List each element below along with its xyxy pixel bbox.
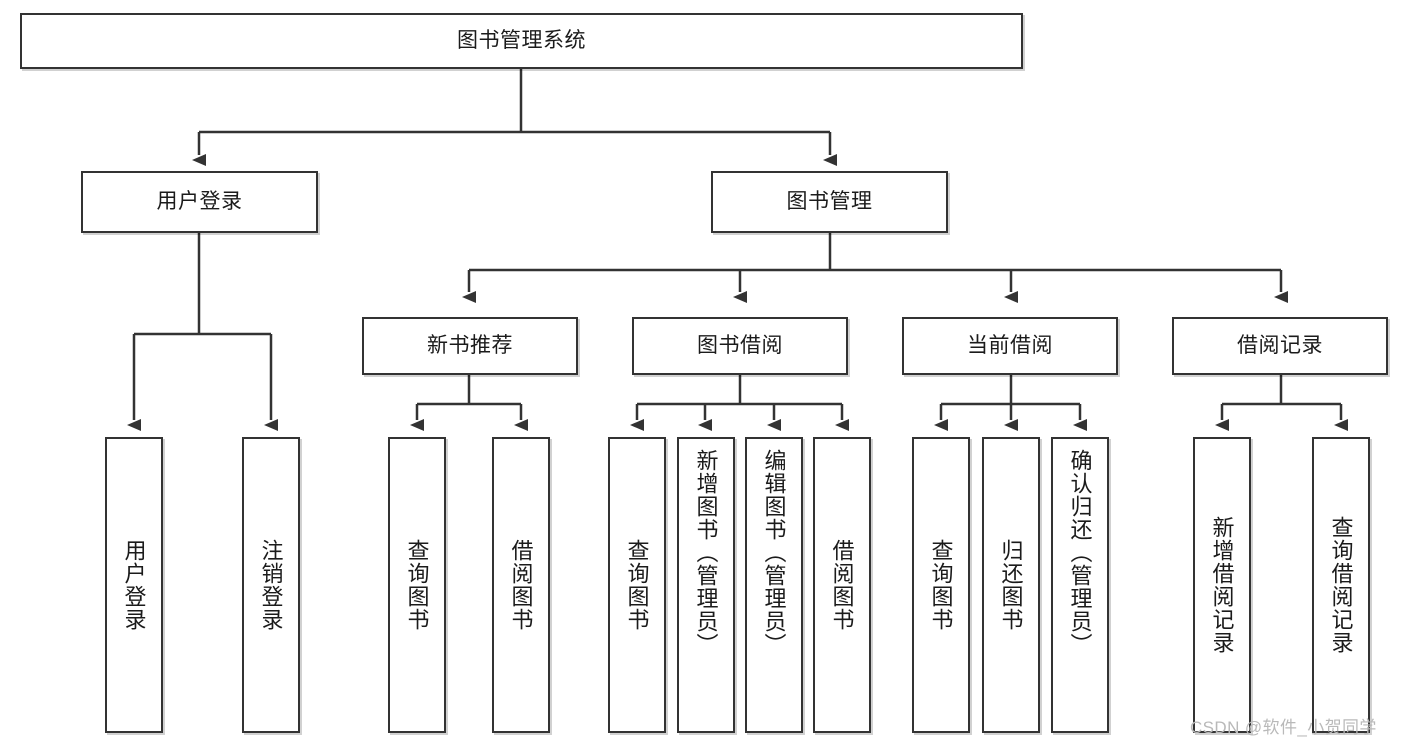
leaf-label: 新增借阅记录	[1209, 516, 1235, 654]
node-user-login[interactable]: 用户登录	[81, 171, 318, 233]
node-root[interactable]: 图书管理系统	[20, 13, 1023, 69]
leaf-book-borrow-query[interactable]: 查询图书	[608, 437, 666, 733]
leaf-current-borrow-confirm[interactable]: 确认归还（管理员）	[1051, 437, 1109, 733]
leaf-label: 查询借阅记录	[1328, 516, 1354, 654]
node-book-borrow[interactable]: 图书借阅	[632, 317, 848, 375]
leaf-book-borrow-edit[interactable]: 编辑图书（管理员）	[745, 437, 803, 733]
leaf-borrow-record-add[interactable]: 新增借阅记录	[1193, 437, 1251, 733]
node-current-borrow[interactable]: 当前借阅	[902, 317, 1118, 375]
leaf-new-book-query[interactable]: 查询图书	[388, 437, 446, 733]
leaf-current-borrow-return[interactable]: 归还图书	[982, 437, 1040, 733]
leaf-label: 借阅图书	[508, 539, 534, 631]
leaf-label: 确认归还（管理员）	[1067, 449, 1093, 656]
leaf-label: 查询图书	[404, 539, 430, 631]
node-new-book-recommend-label: 新书推荐	[427, 333, 513, 357]
leaf-label: 归还图书	[998, 539, 1024, 631]
leaf-book-borrow-lend[interactable]: 借阅图书	[813, 437, 871, 733]
node-current-borrow-label: 当前借阅	[967, 333, 1053, 357]
node-book-borrow-label: 图书借阅	[697, 333, 783, 357]
leaf-user-login-logout[interactable]: 注销登录	[242, 437, 300, 733]
leaf-label: 编辑图书（管理员）	[761, 449, 787, 656]
leaf-book-borrow-add[interactable]: 新增图书（管理员）	[677, 437, 735, 733]
leaf-new-book-borrow[interactable]: 借阅图书	[492, 437, 550, 733]
leaf-label: 查询图书	[928, 539, 954, 631]
node-book-management[interactable]: 图书管理	[711, 171, 948, 233]
leaf-label: 查询图书	[624, 539, 650, 631]
node-root-label: 图书管理系统	[457, 28, 586, 52]
node-new-book-recommend[interactable]: 新书推荐	[362, 317, 578, 375]
leaf-label: 借阅图书	[829, 539, 855, 631]
leaf-label: 用户登录	[121, 539, 147, 631]
node-borrow-record-label: 借阅记录	[1237, 333, 1323, 357]
node-borrow-record[interactable]: 借阅记录	[1172, 317, 1388, 375]
node-user-login-label: 用户登录	[156, 189, 243, 213]
watermark: CSDN @软件_小贺同学	[1190, 718, 1377, 737]
leaf-label: 注销登录	[258, 539, 284, 631]
leaf-label: 新增图书（管理员）	[693, 449, 719, 656]
leaf-user-login-login[interactable]: 用户登录	[105, 437, 163, 733]
node-book-management-label: 图书管理	[786, 189, 873, 213]
leaf-borrow-record-query[interactable]: 查询借阅记录	[1312, 437, 1370, 733]
leaf-current-borrow-query[interactable]: 查询图书	[912, 437, 970, 733]
